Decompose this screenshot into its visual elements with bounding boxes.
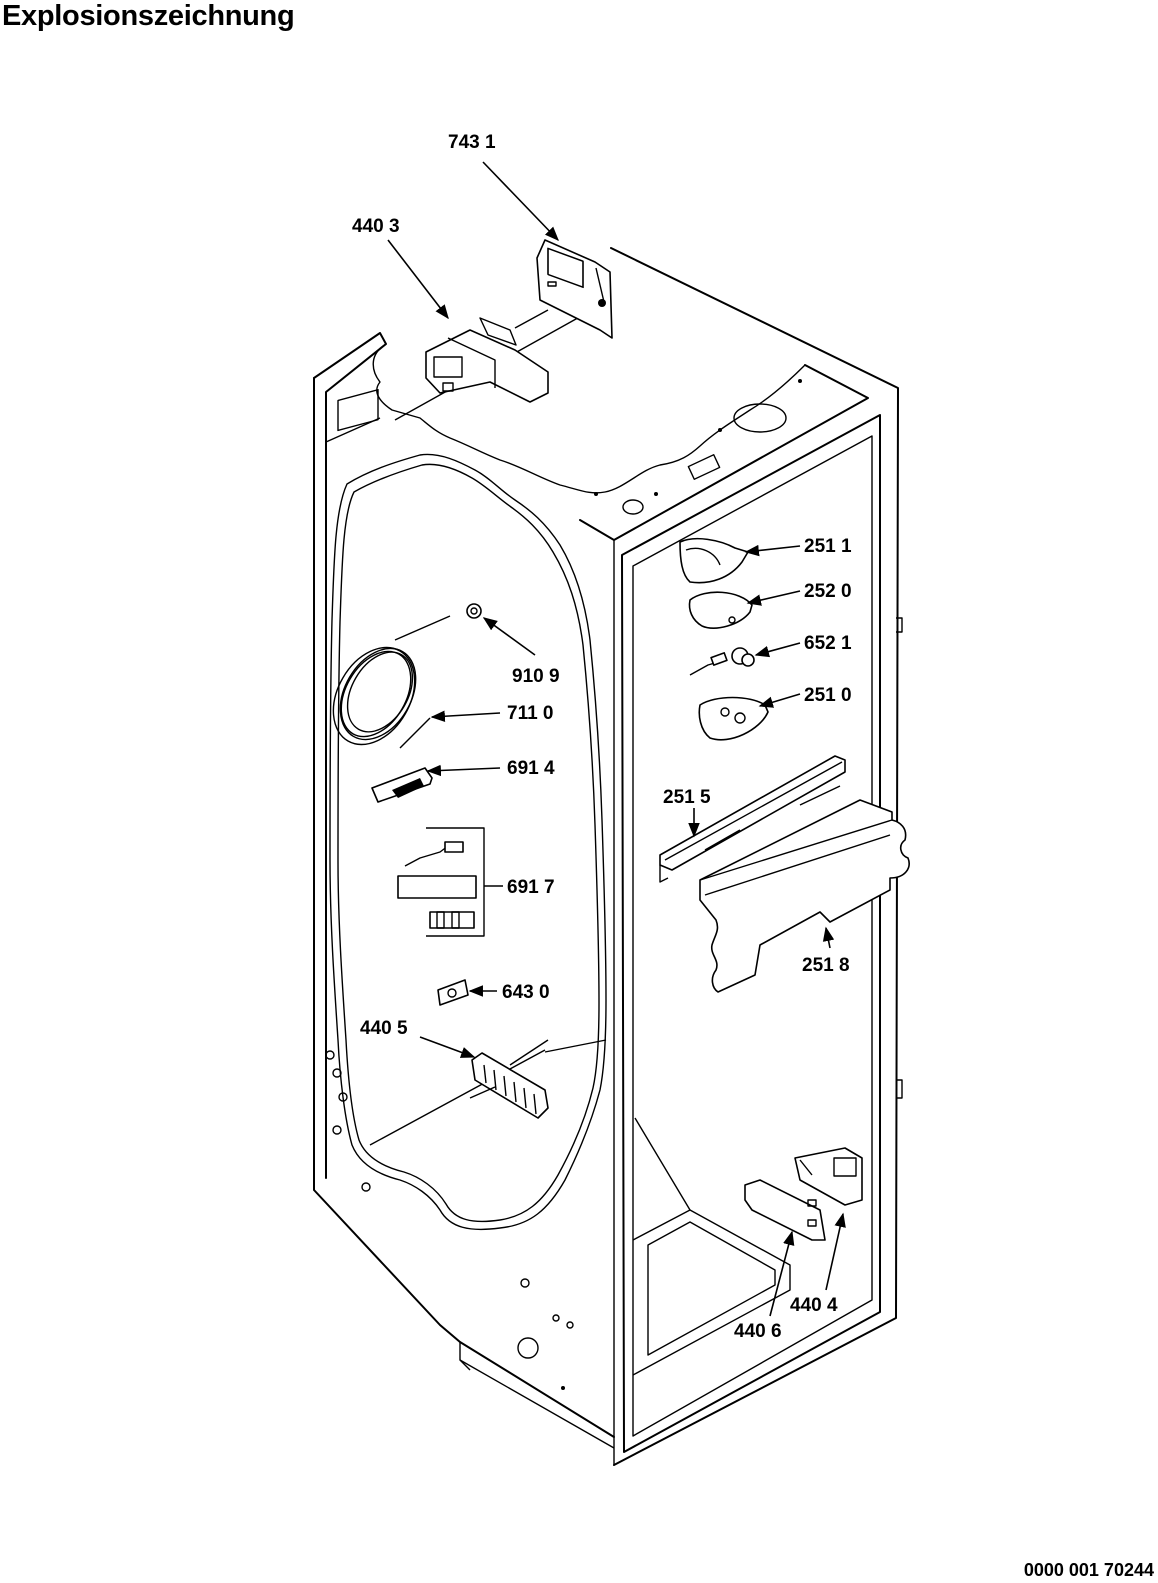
part-251-5-trim-strip bbox=[659, 755, 846, 883]
callout-691-7: 691 7 bbox=[507, 877, 555, 898]
cabinet-housing bbox=[313, 247, 903, 1466]
callout-251-1: 251 1 bbox=[804, 536, 852, 557]
page-title: Explosionszeichnung bbox=[2, 0, 295, 32]
callout-252-0: 252 0 bbox=[804, 581, 852, 602]
part-652-1-socket bbox=[689, 647, 755, 676]
part-711-0-coiled-cable bbox=[332, 615, 451, 749]
callout-440-4: 440 4 bbox=[790, 1295, 838, 1316]
callout-440-5: 440 5 bbox=[360, 1018, 408, 1039]
leader-lines bbox=[387, 161, 846, 1317]
callout-251-0: 251 0 bbox=[804, 685, 852, 706]
callout-652-1: 652 1 bbox=[804, 633, 852, 654]
part-252-0-lens bbox=[688, 591, 753, 629]
callout-440-3: 440 3 bbox=[352, 216, 400, 237]
callout-labels: 743 1 440 3 251 1 252 0 652 1 251 0 910 … bbox=[352, 132, 852, 1342]
part-691-7-kit bbox=[397, 827, 485, 937]
callout-440-6: 440 6 bbox=[734, 1321, 782, 1342]
callout-910-9: 910 9 bbox=[512, 666, 560, 687]
part-643-0-clip bbox=[437, 979, 469, 1006]
part-440-6-bracket bbox=[744, 1179, 826, 1241]
callout-251-5: 251 5 bbox=[663, 787, 711, 808]
drawing-number: 0000 001 70244 bbox=[1023, 1560, 1154, 1580]
part-440-4-bracket bbox=[794, 1147, 863, 1206]
part-251-8-panel bbox=[699, 785, 910, 993]
part-743-1-switch-bracket bbox=[536, 239, 613, 339]
part-251-1-lamp-cover bbox=[679, 537, 749, 584]
part-440-5-vent-grille bbox=[469, 1039, 549, 1119]
part-251-0-lamp-housing bbox=[698, 696, 769, 741]
callout-711-0: 711 0 bbox=[507, 703, 554, 724]
part-691-4-thermostat bbox=[371, 767, 433, 803]
callout-643-0: 643 0 bbox=[502, 982, 550, 1003]
part-440-3-control-box bbox=[425, 309, 549, 403]
part-910-9-nut bbox=[466, 603, 482, 619]
callout-251-8: 251 8 bbox=[802, 955, 850, 976]
callout-691-4: 691 4 bbox=[507, 758, 555, 779]
callout-743-1: 743 1 bbox=[448, 132, 496, 153]
